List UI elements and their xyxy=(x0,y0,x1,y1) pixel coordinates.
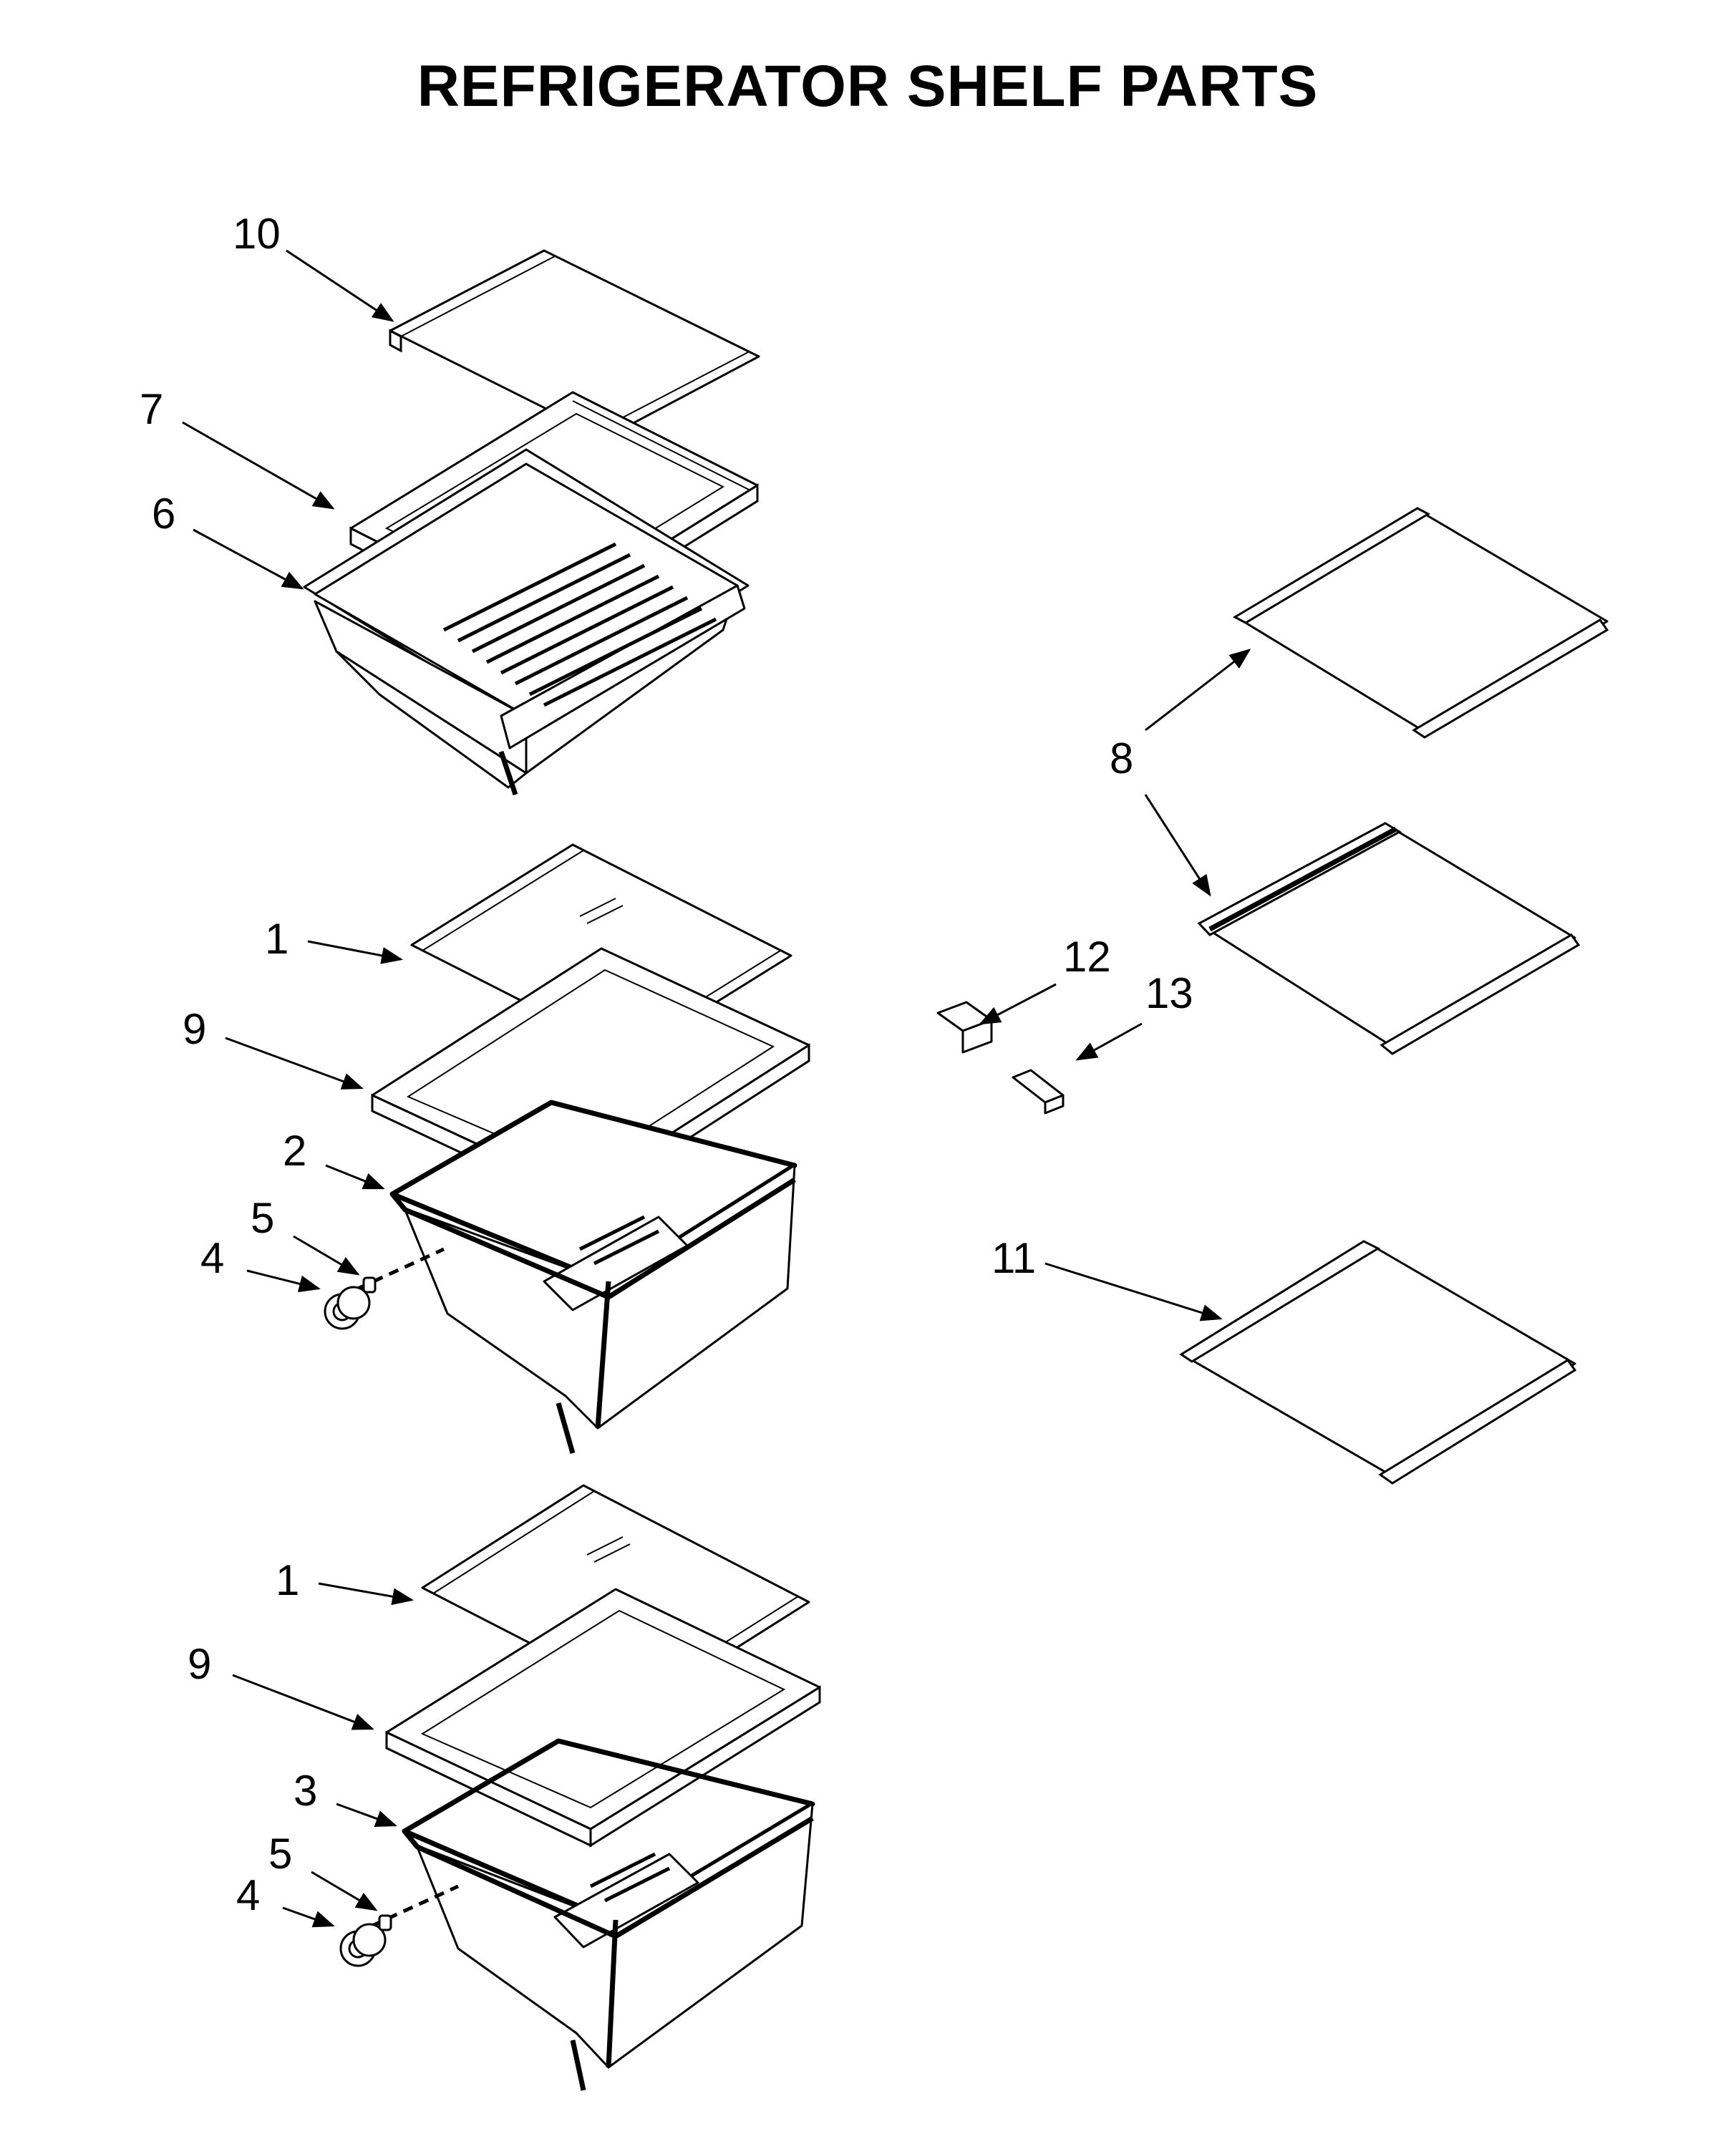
crisper-drawer-part-6 xyxy=(303,448,750,796)
callout-1-bottom: 1 xyxy=(276,1556,299,1604)
leader-1-bottom xyxy=(318,1582,414,1606)
crisper-drawer-part-2 xyxy=(357,1100,797,1454)
shelf-part-11 xyxy=(1179,1240,1577,1485)
callout-5-middle: 5 xyxy=(251,1194,274,1242)
callout-4-middle: 4 xyxy=(200,1234,224,1282)
leader-12 xyxy=(979,983,1057,1025)
shelf-part-8-upper xyxy=(1232,507,1609,739)
leader-3 xyxy=(336,1803,397,1827)
leader-1-middle xyxy=(307,940,403,964)
leader-9-bottom xyxy=(232,1674,374,1730)
crisper-cover-frame-part-9-bottom xyxy=(385,1588,821,1848)
callout-1-middle: 1 xyxy=(265,915,288,963)
callout-9-middle: 9 xyxy=(183,1005,206,1053)
crisper-drawer-part-3 xyxy=(371,1738,815,2091)
screw-part-5-bottom xyxy=(378,1914,392,1931)
leader-6 xyxy=(193,528,304,590)
leader-2 xyxy=(325,1164,385,1190)
callout-6: 6 xyxy=(152,490,175,538)
leader-11 xyxy=(1044,1262,1223,1321)
screw-part-5-middle xyxy=(362,1276,377,1294)
leader-8-upper xyxy=(1145,649,1251,732)
leader-7 xyxy=(182,421,335,510)
callout-10: 10 xyxy=(233,210,281,258)
leader-5-bottom xyxy=(311,1871,378,1911)
shelf-part-8-lower xyxy=(1197,822,1581,1055)
leader-4-middle xyxy=(246,1269,321,1293)
leader-lines xyxy=(182,249,1251,1928)
callout-7: 7 xyxy=(140,385,163,433)
knob-part-4-middle xyxy=(324,1286,371,1330)
knob-part-4-bottom xyxy=(339,1923,387,1967)
leader-4-bottom xyxy=(282,1906,335,1928)
leader-13 xyxy=(1075,1022,1143,1061)
callout-2: 2 xyxy=(283,1127,306,1175)
bracket-part-13 xyxy=(1012,1069,1065,1115)
leader-5-middle xyxy=(293,1235,360,1276)
callout-4-bottom: 4 xyxy=(236,1871,260,1919)
drawer-ribs xyxy=(442,542,717,707)
callout-11: 11 xyxy=(991,1234,1036,1282)
page-title: REFRIGERATOR SHELF PARTS xyxy=(417,54,1319,119)
leader-8-lower xyxy=(1144,794,1211,897)
callout-9-bottom: 9 xyxy=(188,1640,211,1688)
callout-13: 13 xyxy=(1145,969,1193,1017)
callout-3: 3 xyxy=(294,1767,317,1815)
leader-10 xyxy=(286,249,394,322)
bracket-part-12 xyxy=(936,1001,993,1054)
callout-5-bottom: 5 xyxy=(268,1830,292,1878)
callout-12: 12 xyxy=(1063,933,1111,981)
leader-9-middle xyxy=(225,1037,364,1090)
callout-8: 8 xyxy=(1110,734,1133,782)
